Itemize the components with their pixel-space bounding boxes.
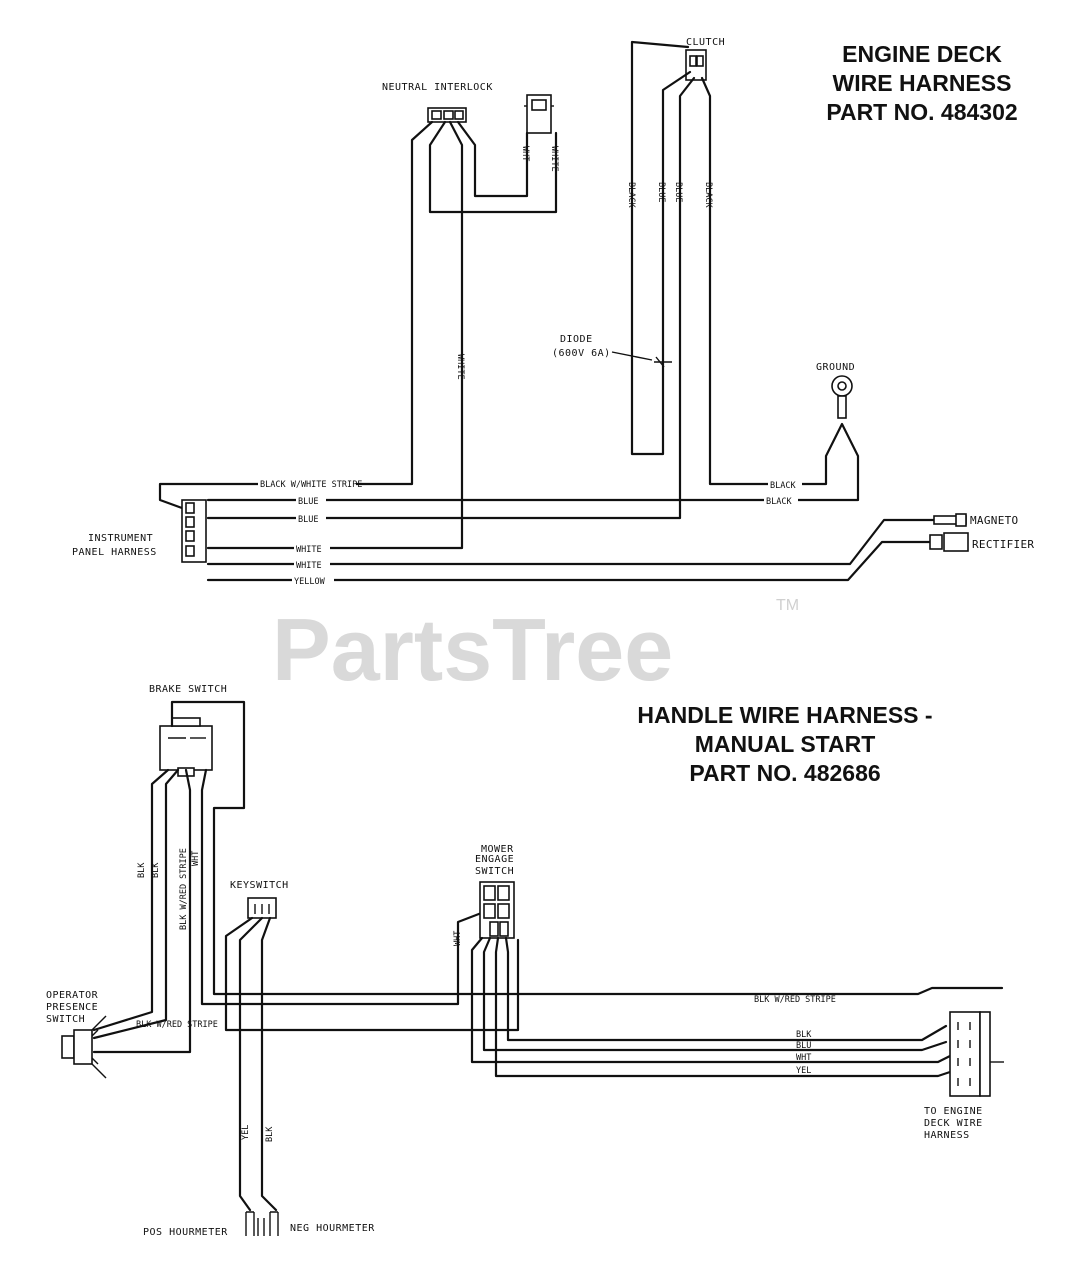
wire-label-blk-b: BLK (151, 862, 161, 878)
wire-label-black-v1: BLACK (626, 182, 636, 208)
watermark: PartsTree (272, 600, 673, 699)
wire-black-white-stripe (158, 120, 434, 510)
wire-label-blk-red-h2: BLK W/RED STRIPE (754, 995, 836, 1005)
pos-hourmeter-label: POS HOURMETER (143, 1227, 228, 1238)
to-engine-label-1: TO ENGINE (924, 1106, 983, 1117)
mower-label-3: SWITCH (475, 866, 514, 877)
wire-blk-2 (92, 768, 180, 1040)
wire-label-black-white-stripe: BLACK W/WHITE STRIPE (260, 480, 362, 490)
wire-label-white-long: WHITE (455, 354, 465, 380)
wire-wht-h (470, 936, 952, 1064)
ground-label: GROUND (816, 362, 855, 373)
ground-terminal: GROUND (816, 362, 855, 419)
wire-label-yel-h: YEL (796, 1066, 811, 1076)
mower-label-2: ENGAGE (475, 854, 514, 865)
keyswitch-label: KEYSWITCH (230, 880, 289, 891)
to-engine-label-2: DECK WIRE (924, 1118, 983, 1129)
watermark-tm: TM (776, 597, 799, 614)
clutch-wire-black-loop (630, 40, 692, 456)
instrument-label-1: INSTRUMENT (88, 533, 153, 544)
wire-label-black-h2: BLACK (766, 497, 792, 507)
diode-label-1: DIODE (560, 334, 593, 345)
wire-blk-red-v (92, 768, 192, 1054)
wire-label-white1: WHITE (549, 146, 559, 172)
wire-white-long (206, 120, 464, 550)
wire-label-blue-h1: BLUE (298, 497, 318, 507)
wire-wht (456, 120, 529, 198)
wire-white-magneto (206, 518, 936, 566)
wire-blk-red-main (170, 700, 1004, 996)
brake-switch-label: BRAKE SWITCH (149, 684, 227, 695)
wire-keyswitch-a (224, 916, 520, 1032)
engine-deck-title: ENGINE DECK WIRE HARNESS PART NO. 484302 (826, 41, 1017, 125)
clutch-connector: CLUTCH (685, 37, 725, 81)
rectifier-terminal: RECTIFIER (929, 532, 1034, 552)
handle-title: HANDLE WIRE HARNESS - MANUAL START PART … (637, 702, 932, 786)
wire-blk-1 (92, 768, 170, 1032)
handle-title-line1: HANDLE WIRE HARNESS - (637, 702, 932, 728)
clutch-wire-black (206, 76, 860, 502)
wire-blu-h (482, 936, 948, 1052)
wire-label-white-h1: WHITE (296, 545, 322, 555)
wire-white-yel (494, 936, 952, 1078)
wire-blk-hourmeter (260, 916, 278, 1212)
wire-yel-hourmeter (238, 916, 264, 1212)
wire-blk-h (504, 936, 948, 1042)
wire-label-blk-red-v: BLK W/RED STRIPE (179, 848, 189, 930)
engine-deck-title-line1: ENGINE DECK (842, 41, 1002, 67)
wire-label-wht1: WHT (520, 146, 530, 161)
keyswitch: KEYSWITCH (230, 880, 289, 919)
neutral-interlock-switch (524, 94, 554, 134)
diode-label-2: (600V 6A) (552, 348, 611, 359)
wire-label-blu-h: BLU (796, 1041, 811, 1051)
handle-title-line3: PART NO. 482686 (689, 760, 880, 786)
instrument-panel-connector (181, 499, 207, 563)
hourmeter-terminals: POS HOURMETER NEG HOURMETER (143, 1211, 375, 1238)
wire-label-white-h2: WHITE (296, 561, 322, 571)
wire-label-black-v2: BLACK (703, 182, 713, 208)
engine-deck-title-line2: WIRE HARNESS (833, 70, 1012, 96)
engine-deck-connector: TO ENGINE DECK WIRE HARNESS (924, 1011, 1004, 1141)
operator-label-3: SWITCH (46, 1014, 85, 1025)
neg-hourmeter-label: NEG HOURMETER (290, 1223, 375, 1234)
instrument-label-2: PANEL HARNESS (72, 547, 157, 558)
wire-wht-v (200, 768, 486, 1006)
wire-label-blk-a: BLK (137, 862, 147, 878)
wire-label-blk-h: BLK (796, 1030, 812, 1040)
operator-label-1: OPERATOR (46, 990, 99, 1001)
wire-label-wht-h: WHT (796, 1053, 811, 1063)
clutch-label: CLUTCH (686, 37, 725, 48)
wire-label-blue-h2: BLUE (298, 515, 318, 525)
wire-label-blk-red-h1: BLK W/RED STRIPE (136, 1020, 218, 1030)
mower-label-1: MOWER (481, 844, 514, 855)
wire-label-blue-v2: BLUE (673, 182, 683, 202)
wire-label-blk-v2: BLK (265, 1126, 275, 1142)
rectifier-label: RECTIFIER (972, 538, 1034, 551)
wire-label-black-h1: BLACK (770, 481, 796, 491)
wire-white-loop (428, 120, 558, 214)
wire-label-wht-mower: WHT (453, 931, 463, 946)
neutral-interlock-connector: NEUTRAL INTERLOCK (382, 82, 493, 123)
wire-yellow-rectifier (206, 540, 932, 582)
wire-label-wht-v: WHT (191, 851, 201, 866)
operator-label-2: PRESENCE (46, 1002, 98, 1013)
mower-engage-switch: MOWER ENGAGE SWITCH (475, 844, 515, 939)
clutch-wire-blue (206, 76, 696, 520)
diode: DIODE (600V 6A) (552, 334, 672, 368)
operator-presence-switch: OPERATOR PRESENCE SWITCH (46, 990, 107, 1079)
to-engine-label-3: HARNESS (924, 1130, 970, 1141)
magneto-terminal: MAGNETO (933, 513, 1018, 527)
wire-label-blue-v1: BLUE (656, 182, 666, 202)
magneto-label: MAGNETO (970, 514, 1018, 527)
wire-label-yellow-h: YELLOW (294, 577, 326, 587)
wire-label-yel-v: YEL (241, 1125, 251, 1140)
engine-deck-title-line3: PART NO. 484302 (826, 99, 1017, 125)
brake-switch: BRAKE SWITCH (149, 684, 227, 777)
neutral-interlock-label: NEUTRAL INTERLOCK (382, 82, 493, 93)
handle-title-line2: MANUAL START (695, 731, 876, 757)
